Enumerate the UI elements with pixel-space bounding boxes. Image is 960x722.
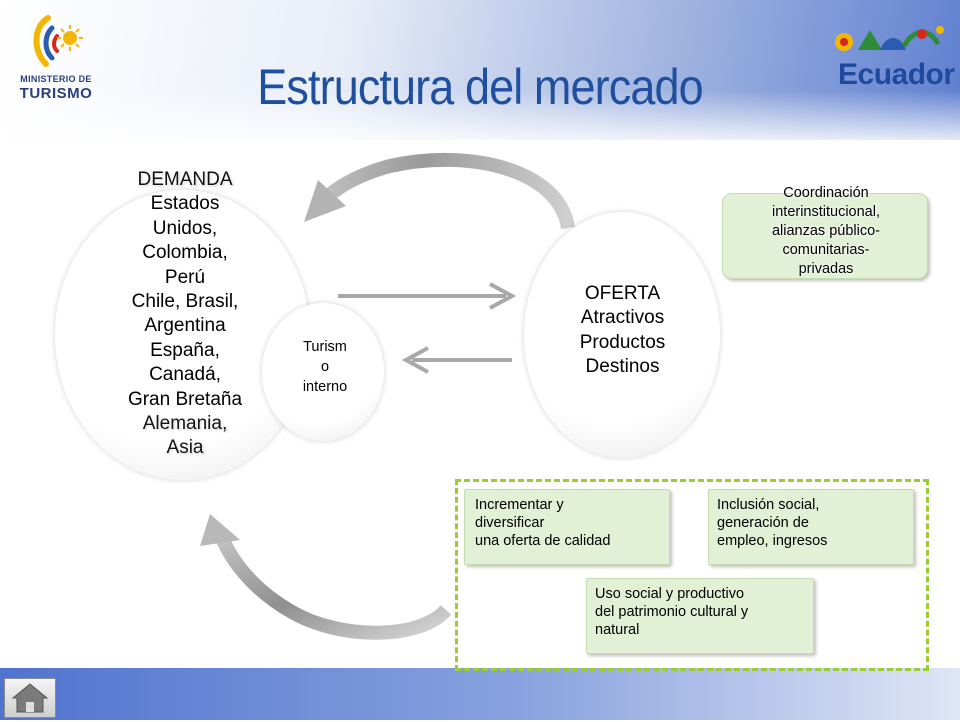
header-fade [0,90,960,150]
home-button[interactable] [4,678,56,718]
objective-box-inclusion: Inclusión social, generación de empleo, … [708,489,914,565]
oferta-circle [524,212,720,458]
page-title: Estructura del mercado [257,59,703,115]
objective-line: del patrimonio cultural y [595,604,749,620]
home-icon [11,683,49,713]
turismo-line: interno [302,379,348,395]
demanda-item: Estados [150,193,220,215]
objective-line: Inclusión social, [717,497,820,513]
ministerio-turismo-logo: MINISTERIO DE TURISMO [6,6,102,106]
demanda-item: Colombia, [142,242,228,264]
arrow-to-oferta [338,282,517,310]
objective-line: una oferta de calidad [475,533,611,549]
demanda-item: Unidos, [152,217,218,239]
demanda-item: Gran Bretaña [127,388,243,410]
objective-line: Incrementar y [475,497,564,513]
objective-box-oferta: Incrementar y diversificar una oferta de… [464,489,670,565]
turismo-line: o [320,359,330,375]
ecuador-brand-logo: Ecuador [830,20,955,100]
objective-box-patrimonio: Uso social y productivo del patrimonio c… [586,578,814,654]
demanda-heading: DEMANDA [137,169,233,190]
oferta-heading: OFERTA [584,283,661,304]
demanda-item: Alemania, [142,413,228,435]
demanda-item: Argentina [144,315,226,337]
objective-line: empleo, ingresos [717,533,828,549]
footer-bar [0,668,960,720]
coordinacion-line: comunitarias- [782,242,870,258]
demanda-item: España, [150,339,220,361]
ecuador-wordmark: Ecuador [838,58,955,91]
turismo-interno-circle [262,303,384,441]
top-curved-arrowhead [304,180,346,222]
ecuador-artwork-icon [835,26,944,51]
oferta-item: Destinos [585,356,660,378]
demanda-text: DEMANDA Estados Unidos, Colombia, Perú C… [90,168,280,461]
demanda-circle [55,190,310,480]
coordinacion-box: Coordinación interinstitucional, alianza… [722,185,928,279]
objective-line: diversificar [475,515,545,531]
sun-emblem-icon [33,15,83,67]
bottom-curved-arrow [213,529,452,640]
coordinacion-text: Coordinación interinstitucional, alianza… [723,184,929,279]
coordinacion-line: Coordinación [783,185,869,201]
coordinacion-line: alianzas público- [771,223,880,239]
oferta-item: Atractivos [580,307,665,329]
objectives-group [455,479,929,671]
turismo-line: Turism [303,339,347,355]
objective-line: Uso social y productivo [595,586,745,602]
demanda-item: Asia [166,437,204,459]
oferta-text: OFERTA Atractivos Productos Destinos [540,282,705,380]
demanda-item: Perú [164,266,206,288]
oferta-item: Productos [579,331,666,353]
turismo-interno-label: Turism o interno [286,337,364,397]
bottom-curved-arrowhead [200,514,240,546]
logo-ministry-name: TURISMO [19,85,93,102]
demanda-item: Canadá, [149,364,221,386]
top-curved-arrow [323,152,575,230]
objective-line: natural [595,622,640,638]
coordinacion-line: interinstitucional, [772,204,880,220]
logo-ministry-line: MINISTERIO DE [20,74,92,84]
arrow-to-demanda [401,346,512,374]
demanda-item: Chile, Brasil, [131,291,239,313]
objective-line: generación de [717,515,809,531]
coordinacion-line: privadas [798,261,854,277]
